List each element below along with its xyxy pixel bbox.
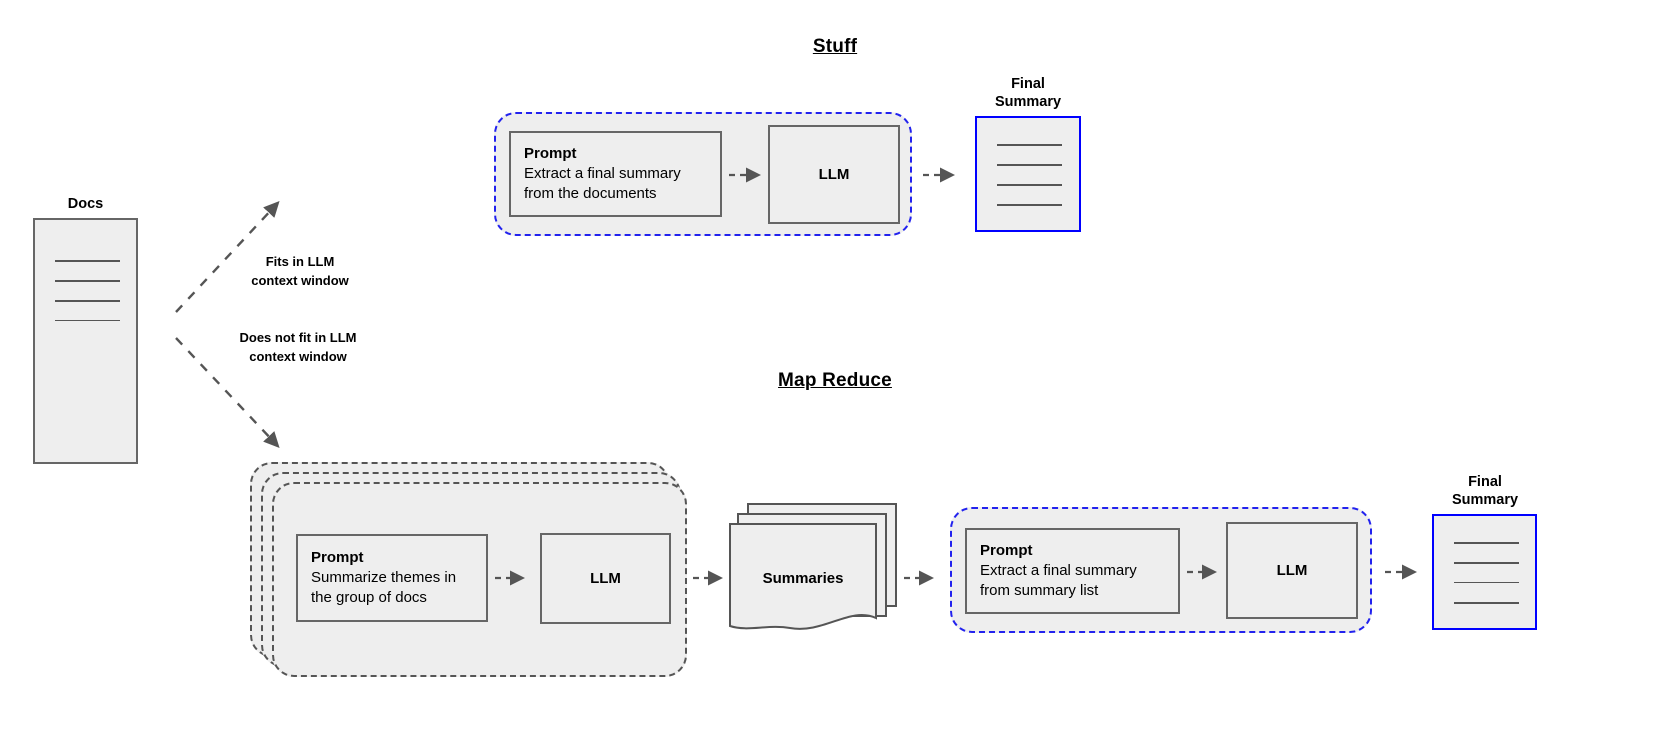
reduce-prompt-line1: Extract a final summary bbox=[980, 562, 1137, 579]
branch-arrow-does-not-fit bbox=[175, 337, 280, 448]
branch-label-does-not-fit: Does not fit in LLM context window bbox=[178, 328, 418, 366]
branch-label-fits: Fits in LLM context window bbox=[190, 252, 410, 290]
stuff-llm-box: LLM bbox=[768, 125, 900, 224]
stuff-arrow-to-final-summary bbox=[923, 167, 955, 183]
stuff-final-summary-caption-line1: Final bbox=[1011, 76, 1045, 92]
stuff-prompt-text: Prompt Extract a final summary from the … bbox=[524, 144, 681, 204]
docs-line-1 bbox=[55, 260, 120, 262]
branch-label-dnf-line1: Does not fit in LLM bbox=[239, 330, 357, 345]
map-llm-box: LLM bbox=[540, 533, 671, 624]
stuff-final-summary-line-3 bbox=[997, 184, 1062, 186]
reduce-prompt-line2: from summary list bbox=[980, 582, 1099, 599]
mr-final-summary-caption-line2: Summary bbox=[1451, 492, 1519, 508]
map-reduce-final-summary-box bbox=[1432, 514, 1537, 630]
docs-line-2 bbox=[55, 280, 120, 282]
docs-label: Docs bbox=[67, 196, 104, 212]
map-prompt-text: Prompt Summarize themes in the group of … bbox=[311, 548, 456, 608]
reduce-llm-box: LLM bbox=[1226, 522, 1358, 619]
stuff-final-summary-line-2 bbox=[997, 164, 1062, 166]
map-prompt-line2: the group of docs bbox=[311, 589, 427, 606]
stuff-prompt-box: Prompt Extract a final summary from the … bbox=[509, 131, 722, 217]
branch-label-fits-line2: context window bbox=[251, 273, 349, 288]
reduce-prompt-box: Prompt Extract a final summary from summ… bbox=[965, 528, 1180, 614]
stuff-prompt-title: Prompt bbox=[524, 145, 577, 162]
stuff-prompt-line1: Extract a final summary bbox=[524, 165, 681, 182]
stuff-final-summary-line-4 bbox=[997, 204, 1062, 206]
map-arrow-prompt-to-llm bbox=[495, 570, 525, 586]
stuff-final-summary-line-1 bbox=[997, 144, 1062, 146]
docs-line-4 bbox=[55, 320, 120, 321]
summaries-label: Summaries bbox=[762, 570, 844, 587]
branch-arrow-fits bbox=[175, 201, 280, 313]
stuff-final-summary-box bbox=[975, 116, 1081, 232]
branch-label-dnf-line2: context window bbox=[249, 349, 347, 364]
map-arrow-to-summaries bbox=[693, 570, 723, 586]
map-prompt-line1: Summarize themes in bbox=[311, 569, 457, 586]
docs-line-3 bbox=[55, 300, 120, 302]
section-title-stuff: Stuff bbox=[812, 36, 858, 57]
reduce-prompt-text: Prompt Extract a final summary from summ… bbox=[980, 541, 1137, 601]
summaries-arrow-to-reduce bbox=[904, 570, 934, 586]
map-llm-label: LLM bbox=[590, 570, 621, 587]
stuff-arrow-prompt-to-llm bbox=[729, 167, 761, 183]
map-prompt-box: Prompt Summarize themes in the group of … bbox=[296, 534, 488, 622]
section-title-map-reduce: Map Reduce bbox=[778, 370, 892, 391]
map-prompt-title: Prompt bbox=[311, 549, 364, 566]
stuff-final-summary-caption-line2: Summary bbox=[994, 94, 1062, 110]
mr-final-summary-line-4 bbox=[1454, 602, 1519, 604]
docs-box bbox=[33, 218, 138, 464]
stuff-llm-label: LLM bbox=[818, 166, 850, 183]
summaries-stack bbox=[729, 503, 897, 630]
reduce-llm-label: LLM bbox=[1276, 562, 1308, 579]
reduce-arrow-prompt-to-llm bbox=[1187, 564, 1217, 580]
mr-final-summary-caption-line1: Final bbox=[1468, 474, 1502, 490]
mr-final-summary-line-2 bbox=[1454, 562, 1519, 564]
mr-final-summary-line-1 bbox=[1454, 542, 1519, 544]
reduce-arrow-to-final-summary bbox=[1385, 564, 1417, 580]
stuff-prompt-line2: from the documents bbox=[524, 185, 657, 202]
stuff-final-summary-caption: Final Summary bbox=[963, 75, 1093, 111]
map-reduce-final-summary-caption: Final Summary bbox=[1420, 473, 1550, 509]
branch-label-fits-line1: Fits in LLM bbox=[265, 254, 335, 269]
reduce-prompt-title: Prompt bbox=[980, 542, 1033, 559]
mr-final-summary-line-3 bbox=[1454, 582, 1519, 583]
